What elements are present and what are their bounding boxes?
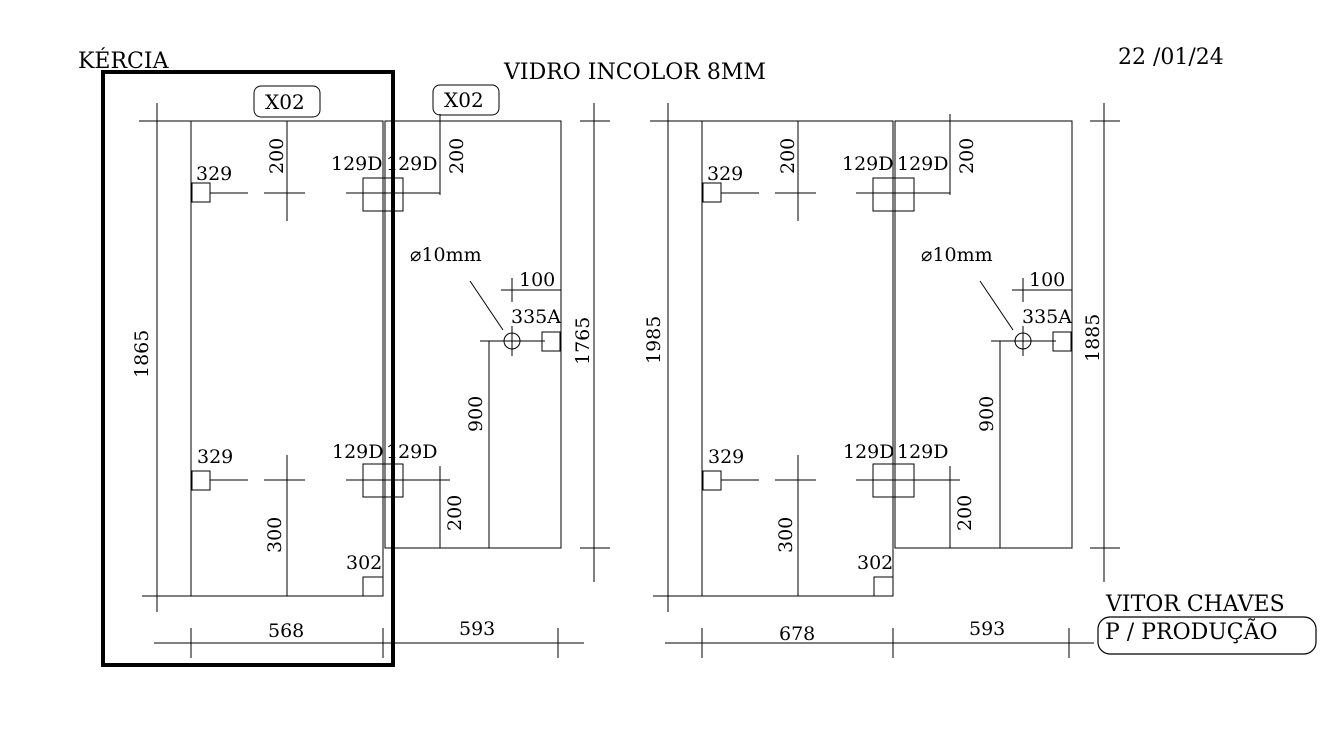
hardware-label: 329 — [196, 163, 232, 185]
dim-width-door: 593 — [459, 618, 495, 640]
door-panel-left — [384, 120, 562, 549]
corner-marker — [362, 576, 384, 597]
hardware-label: 129D — [331, 153, 383, 175]
hinge-marker — [191, 182, 211, 203]
hole-diameter-label: ⌀10mm — [921, 244, 993, 266]
dim-total-height: 1985 — [643, 316, 665, 364]
hardware-label: 129D — [386, 441, 438, 463]
handle-marker — [541, 331, 561, 352]
hardware-label: 129D — [843, 441, 895, 463]
highlight-frame — [101, 70, 395, 667]
hardware-label: 302 — [857, 552, 893, 574]
date-label: 22 /01/24 — [1118, 45, 1224, 70]
dim-width-door: 593 — [969, 618, 1005, 640]
dim-door-height: 1765 — [572, 317, 594, 365]
hardware-label: 329 — [197, 446, 233, 468]
door-panel-right — [894, 120, 1073, 549]
hinge-marker — [702, 470, 722, 491]
dim-total-height: 1865 — [131, 330, 153, 378]
dim-width-fixed: 678 — [779, 623, 815, 645]
tag-box — [253, 85, 321, 118]
dim-handle-side: 100 — [1029, 269, 1065, 291]
tag-box — [432, 84, 500, 116]
dim-handle-side: 100 — [519, 269, 555, 291]
stage-stamp — [1097, 616, 1317, 655]
hardware-label: 129D — [386, 153, 438, 175]
dim-offset-bottom: 300 — [264, 517, 286, 553]
hardware-label: 302 — [346, 552, 382, 574]
hinge-marker — [191, 470, 211, 491]
hardware-label: 129D — [842, 153, 894, 175]
hardware-label: 129D — [332, 441, 384, 463]
hardware-label: 129D — [897, 441, 949, 463]
dim-offset-bottom: 300 — [775, 517, 797, 553]
dim-offset-top: 200 — [777, 138, 799, 174]
hinge-marker — [702, 182, 722, 203]
hardware-label: 329 — [707, 163, 743, 185]
dim-offset-top-door: 200 — [446, 138, 468, 174]
dim-width-fixed: 568 — [268, 620, 304, 642]
tag-label: X02 — [265, 90, 305, 114]
client-name: KÉRCIA — [78, 47, 170, 74]
corner-marker — [873, 576, 894, 597]
hardware-label: 335A — [511, 306, 561, 328]
material-title: VIDRO INCOLOR 8MM — [503, 60, 766, 85]
handle-marker — [1052, 331, 1072, 352]
dim-offset-bottom-door: 200 — [444, 495, 466, 531]
dim-offset-top-door: 200 — [956, 138, 978, 174]
stage-label: P / PRODUÇÃO — [1105, 617, 1278, 645]
dim-handle-height: 900 — [976, 396, 998, 432]
hardware-label: 129D — [897, 153, 949, 175]
dim-door-height: 1885 — [1082, 314, 1104, 362]
tag-label: X02 — [444, 88, 484, 112]
author-name: VITOR CHAVES — [1105, 592, 1285, 617]
dim-handle-height: 900 — [465, 396, 487, 432]
dim-offset-top: 200 — [266, 138, 288, 174]
hole-diameter-label: ⌀10mm — [410, 244, 482, 266]
drawing-right: 1985 1885 678 593 329 200 129D 129D 200 … — [643, 103, 1120, 658]
hardware-label: 329 — [708, 446, 744, 468]
hardware-label: 335A — [1022, 306, 1072, 328]
dim-offset-bottom-door: 200 — [954, 495, 976, 531]
drawing-left: X02 X02 1865 1765 568 593 329 200 129D — [131, 84, 610, 658]
